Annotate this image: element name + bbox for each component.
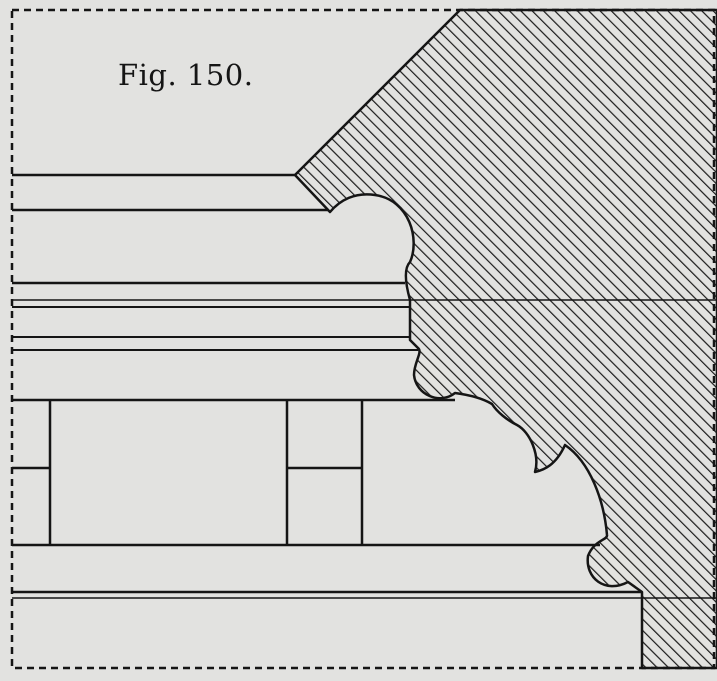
figure-label: Fig. 150. [118,58,254,92]
dashed-border [10,8,716,670]
hatched-section [293,8,717,670]
molding-lines [12,173,717,599]
block-joints [12,400,364,545]
